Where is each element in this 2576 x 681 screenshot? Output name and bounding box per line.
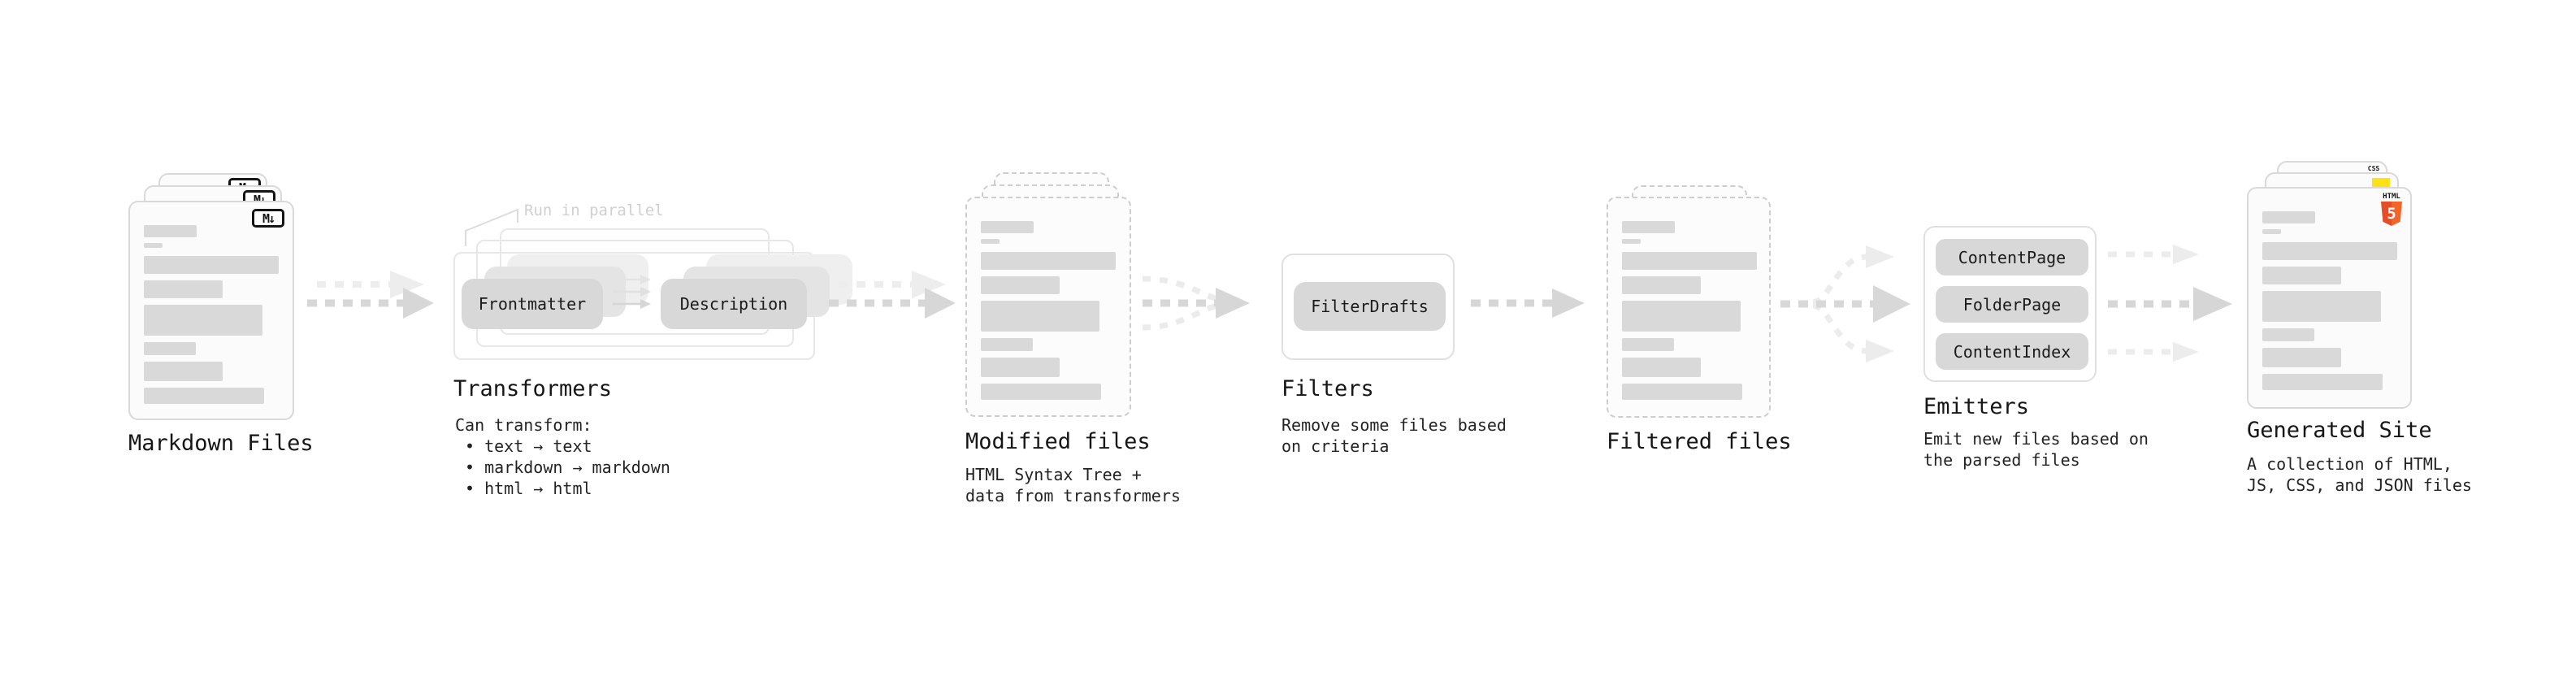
emitters-description: Emit new files based on the parsed files (1923, 428, 2149, 471)
transformers-bullet: • html → html (465, 479, 592, 498)
css-icon-text: CSS (2367, 165, 2380, 172)
html5-icon-shield: 5 (2381, 202, 2402, 226)
content-index-box: ContentIndex (1936, 333, 2088, 370)
placeholder-text-line (981, 301, 1099, 332)
modified-file-card-front (965, 197, 1131, 417)
placeholder-text-line (1622, 252, 1757, 270)
html5-icon-digit: 5 (2387, 205, 2396, 223)
filters-desc-line: on criteria (1281, 436, 1390, 456)
markdown-files-label: Markdown Files (128, 431, 314, 456)
placeholder-text-line (2262, 328, 2314, 341)
placeholder-text-line (2262, 229, 2281, 234)
placeholder-text-line (1622, 384, 1742, 400)
filtered-files-label: Filtered files (1607, 429, 1792, 454)
html-file-card: HTML 5 (2247, 187, 2412, 409)
placeholder-text-line (981, 276, 1060, 294)
generated-site-desc-line: A collection of HTML, (2247, 454, 2452, 474)
emitters-desc-line: the parsed files (1923, 450, 2080, 470)
placeholder-text-line (2262, 267, 2341, 284)
transformers-description: Can transform: • text → text • markdown … (455, 414, 670, 499)
placeholder-text-line (144, 342, 196, 355)
placeholder-text-line (2262, 291, 2381, 322)
placeholder-text-line (144, 362, 223, 381)
placeholder-text-line (981, 358, 1060, 377)
emitters-label: Emitters (1923, 394, 2030, 419)
placeholder-text-line (981, 338, 1033, 351)
placeholder-text-line (981, 239, 1000, 244)
generated-site-desc-line: JS, CSS, and JSON files (2247, 475, 2472, 495)
folder-page-box: FolderPage (1936, 286, 2088, 323)
arrow-filters-to-filtered (1471, 288, 1585, 318)
placeholder-text-line (144, 243, 163, 248)
run-in-parallel-connector (465, 208, 518, 246)
placeholder-text-line (1622, 276, 1701, 294)
arrow-transformers-to-modified (829, 271, 956, 319)
placeholder-text-line (2262, 211, 2315, 223)
placeholder-text-line (981, 252, 1116, 270)
placeholder-text-line (144, 388, 264, 404)
markdown-file-card-front: M↓ (128, 201, 294, 420)
modified-files-label: Modified files (965, 429, 1151, 454)
html5-icon-word: HTML (2383, 193, 2400, 201)
transformers-bullet: • text → text (465, 436, 592, 456)
transformer-inner-arrows (613, 275, 651, 309)
filters-desc-line: Remove some files based (1281, 415, 1507, 435)
placeholder-text-line (981, 221, 1034, 233)
filters-description: Remove some files based on criteria (1281, 414, 1507, 457)
filtered-file-card-front (1607, 197, 1771, 418)
description-box: Description (661, 279, 807, 329)
frontmatter-box: Frontmatter (462, 279, 603, 329)
placeholder-text-line (1622, 338, 1674, 351)
placeholder-text-line (144, 280, 223, 298)
placeholder-text-line (1622, 301, 1741, 332)
emitters-panel: ContentPage FolderPage ContentIndex (1923, 226, 2097, 382)
placeholder-text-line (144, 225, 197, 237)
placeholder-text-line (2262, 348, 2341, 367)
markdown-icon: M↓ (252, 209, 284, 228)
js-icon (2372, 178, 2390, 189)
generated-site-description: A collection of HTML, JS, CSS, and JSON … (2247, 453, 2472, 496)
modified-files-desc-line: data from transformers (965, 486, 1181, 505)
filter-drafts-box: FilterDrafts (1294, 282, 1446, 331)
emitters-desc-line: Emit new files based on (1923, 429, 2149, 449)
generated-site-label: Generated Site (2247, 418, 2432, 443)
transformers-label: Transformers (453, 376, 613, 401)
arrow-markdown-to-transformers (307, 271, 434, 319)
placeholder-text-line (981, 384, 1101, 400)
transformers-bullet: • markdown → markdown (465, 458, 670, 477)
transformers-desc-intro: Can transform: (455, 415, 592, 435)
modified-files-desc-line: HTML Syntax Tree + (965, 465, 1142, 484)
filters-panel: FilterDrafts (1281, 254, 1455, 360)
placeholder-text-line (2262, 374, 2383, 390)
filters-label: Filters (1281, 376, 1374, 401)
modified-files-description: HTML Syntax Tree + data from transformer… (965, 464, 1181, 506)
arrow-emitters-to-site (2108, 245, 2232, 362)
placeholder-text-line (1622, 221, 1675, 233)
run-in-parallel-annotation: Run in parallel (524, 202, 664, 219)
placeholder-text-line (2262, 242, 2397, 260)
arrow-modified-to-filters (1142, 275, 1250, 331)
placeholder-text-line (1622, 358, 1701, 377)
arrow-filtered-to-emitters (1780, 245, 1910, 362)
placeholder-text-line (144, 305, 262, 336)
placeholder-text-line (1622, 239, 1641, 244)
placeholder-text-line (144, 256, 279, 274)
content-page-box: ContentPage (1936, 239, 2088, 275)
html5-icon: HTML 5 (2379, 193, 2404, 226)
